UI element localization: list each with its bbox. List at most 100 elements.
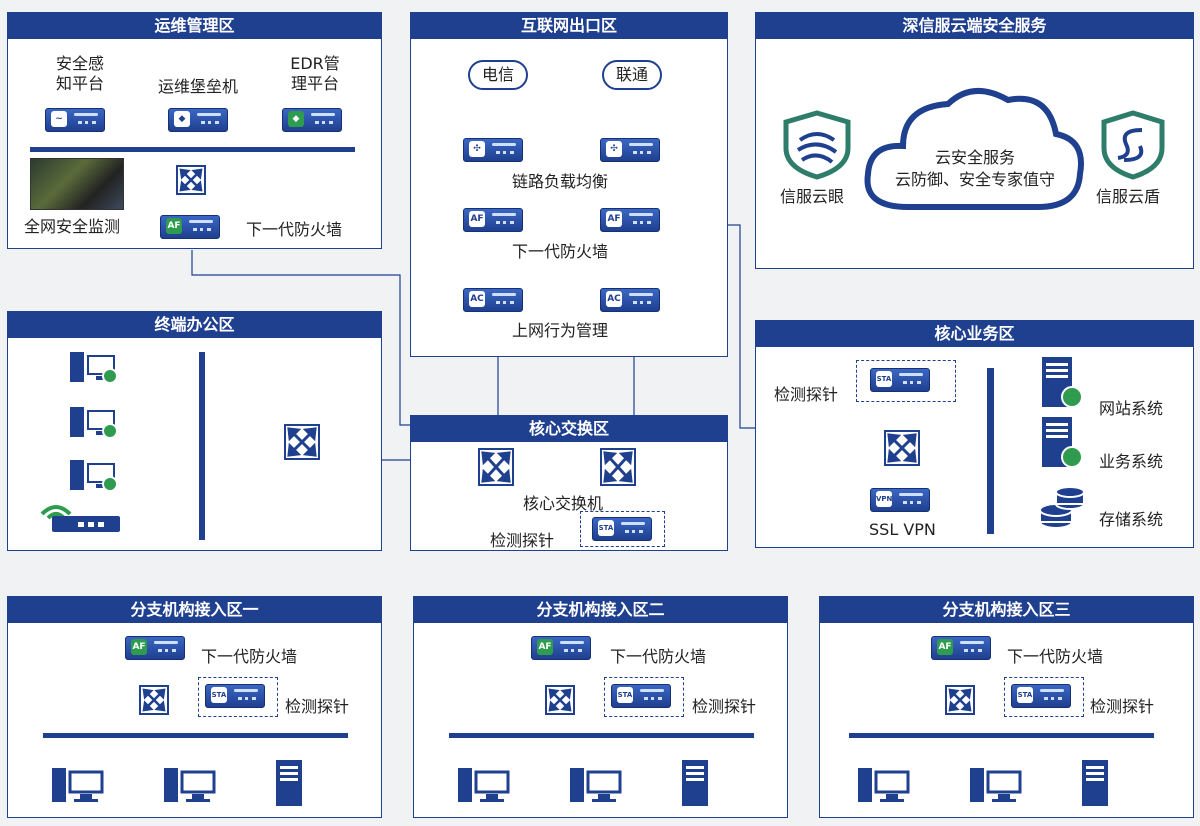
- switch-icon: [548, 688, 572, 712]
- internet-fw-label: 下一代防火墙: [512, 242, 609, 261]
- branch-2-probe-device: STA: [611, 684, 671, 708]
- branch-2-bus: [449, 733, 754, 738]
- switch-icon: [287, 427, 317, 457]
- ac-badge-icon: AC: [606, 291, 622, 307]
- core-probe-label: 检测探针: [490, 531, 555, 550]
- branch-3-server-icon: [1082, 760, 1108, 806]
- business-switch: [884, 430, 920, 466]
- core-switch-label: 核心交换机: [523, 494, 604, 513]
- cloud-eye-label: 信服云眼: [780, 187, 845, 206]
- branch-2-firewall: AF: [531, 636, 591, 660]
- branch-1-bus: [43, 733, 348, 738]
- switch-icon: [887, 433, 917, 463]
- core-probe-device: STA: [592, 517, 652, 541]
- switch-icon: [948, 688, 972, 712]
- vpn-badge-icon: VPN: [876, 491, 892, 507]
- branch-1-probe-label: 检测探针: [285, 697, 350, 716]
- business-zone: 核心业务区: [755, 320, 1194, 548]
- wifi-router-icon: [40, 505, 120, 532]
- branch-3-pc-1-icon: [858, 768, 910, 802]
- branch-1-server-icon: [276, 760, 302, 806]
- branch-3-pc-2-icon: [970, 768, 1022, 802]
- lb-device-2: ✣: [600, 138, 660, 162]
- branch-3-probe-device: STA: [1011, 684, 1071, 708]
- monitor-label: 全网安全监测: [24, 217, 121, 236]
- branch-zone-1-title: 分支机构接入区一: [8, 597, 381, 623]
- internet-fw-1: AF: [463, 208, 523, 232]
- cloud-shield-icon: [1101, 110, 1165, 180]
- sta-badge-icon: STA: [598, 520, 614, 536]
- monitor-screen: [30, 158, 124, 210]
- edr-label-line2: 理平台: [290, 74, 339, 93]
- af-badge-icon: AF: [166, 218, 182, 234]
- af-badge-icon: AF: [469, 211, 485, 227]
- switch-icon: [603, 451, 633, 483]
- branch-1-probe-box: [198, 677, 278, 717]
- bastion-device: ◆: [168, 108, 228, 132]
- cloud-shield-label: 信服云盾: [1096, 187, 1161, 206]
- shield-icon: ◆: [174, 111, 190, 127]
- edr-label: EDR管 理平台: [280, 54, 350, 94]
- branch-1-fw-label: 下一代防火墙: [201, 647, 298, 666]
- ac-badge-icon: AC: [469, 291, 485, 307]
- storage-icon: [1039, 486, 1085, 529]
- branch-3-bus: [849, 733, 1154, 738]
- web-system-label: 网站系统: [1099, 399, 1164, 418]
- af-badge-icon: AF: [606, 211, 622, 227]
- af-badge-icon: AF: [537, 639, 553, 655]
- ops-firewall-label: 下一代防火墙: [246, 220, 343, 239]
- sta-badge-icon: STA: [211, 687, 227, 703]
- branch-1-firewall: AF: [125, 636, 185, 660]
- internet-zone-title: 互联网出口区: [411, 13, 727, 39]
- sta-badge-icon: STA: [876, 371, 892, 387]
- sensor-label: 安全感 知平台: [40, 54, 120, 94]
- branch-2-switch: [545, 685, 575, 715]
- edr-label-line1: EDR管: [290, 54, 340, 73]
- office-zone-title: 终端办公区: [8, 312, 381, 338]
- pulse-icon: ~: [51, 111, 67, 127]
- core-switch-1: [478, 448, 514, 486]
- branch-1-switch: [139, 685, 169, 715]
- security-cloud-icon: [864, 87, 1084, 210]
- sensor-label-line1: 安全感: [55, 54, 104, 73]
- ac-label: 上网行为管理: [512, 321, 609, 340]
- internet-fw-2: AF: [600, 208, 660, 232]
- branch-3-probe-box: [1004, 677, 1084, 717]
- branch-1-probe-device: STA: [205, 684, 265, 708]
- biz-system-label: 业务系统: [1099, 452, 1164, 471]
- core-switch-2: [600, 448, 636, 486]
- vpn-device: VPN: [870, 488, 930, 512]
- sensor-label-line2: 知平台: [55, 74, 104, 93]
- ops-firewall: AF: [160, 215, 220, 239]
- office-pc-3-icon: [70, 460, 118, 492]
- branch-3-probe-label: 检测探针: [1090, 697, 1155, 716]
- edr-device: ◆: [282, 108, 342, 132]
- isp-telecom-cloud: 电信: [468, 60, 528, 90]
- core-zone-title: 核心交换区: [411, 416, 727, 442]
- switch-icon: [142, 688, 166, 712]
- branch-2-probe-label: 检测探针: [692, 697, 757, 716]
- ac-device-2: AC: [600, 288, 660, 312]
- office-pc-1-icon: [70, 352, 118, 384]
- branch-zone-3-title: 分支机构接入区三: [820, 597, 1193, 623]
- web-server-icon: [1042, 357, 1083, 408]
- office-bus: [199, 352, 205, 540]
- bastion-label: 运维堡垒机: [158, 77, 239, 96]
- cloud-center-line1: 云安全服务: [934, 148, 1015, 167]
- cloud-zone-title: 深信服云端安全服务: [756, 13, 1193, 39]
- sensor-device: ~: [45, 108, 105, 132]
- branch-3-switch: [945, 685, 975, 715]
- business-probe-label: 检测探针: [774, 385, 839, 404]
- business-probe-device: STA: [870, 368, 930, 392]
- af-badge-icon: AF: [937, 639, 953, 655]
- branch-3-firewall: AF: [931, 636, 991, 660]
- branch-3-fw-label: 下一代防火墙: [1007, 647, 1104, 666]
- business-bus: [987, 368, 994, 534]
- branch-2-pc-1-icon: [458, 768, 510, 802]
- ops-bus: [30, 147, 355, 152]
- vpn-label: SSL VPN: [869, 520, 936, 539]
- shield-icon: ◆: [288, 111, 304, 127]
- ops-zone-title: 运维管理区: [8, 13, 381, 39]
- lb-device-1: ✣: [463, 138, 523, 162]
- office-pc-2-icon: [70, 407, 118, 439]
